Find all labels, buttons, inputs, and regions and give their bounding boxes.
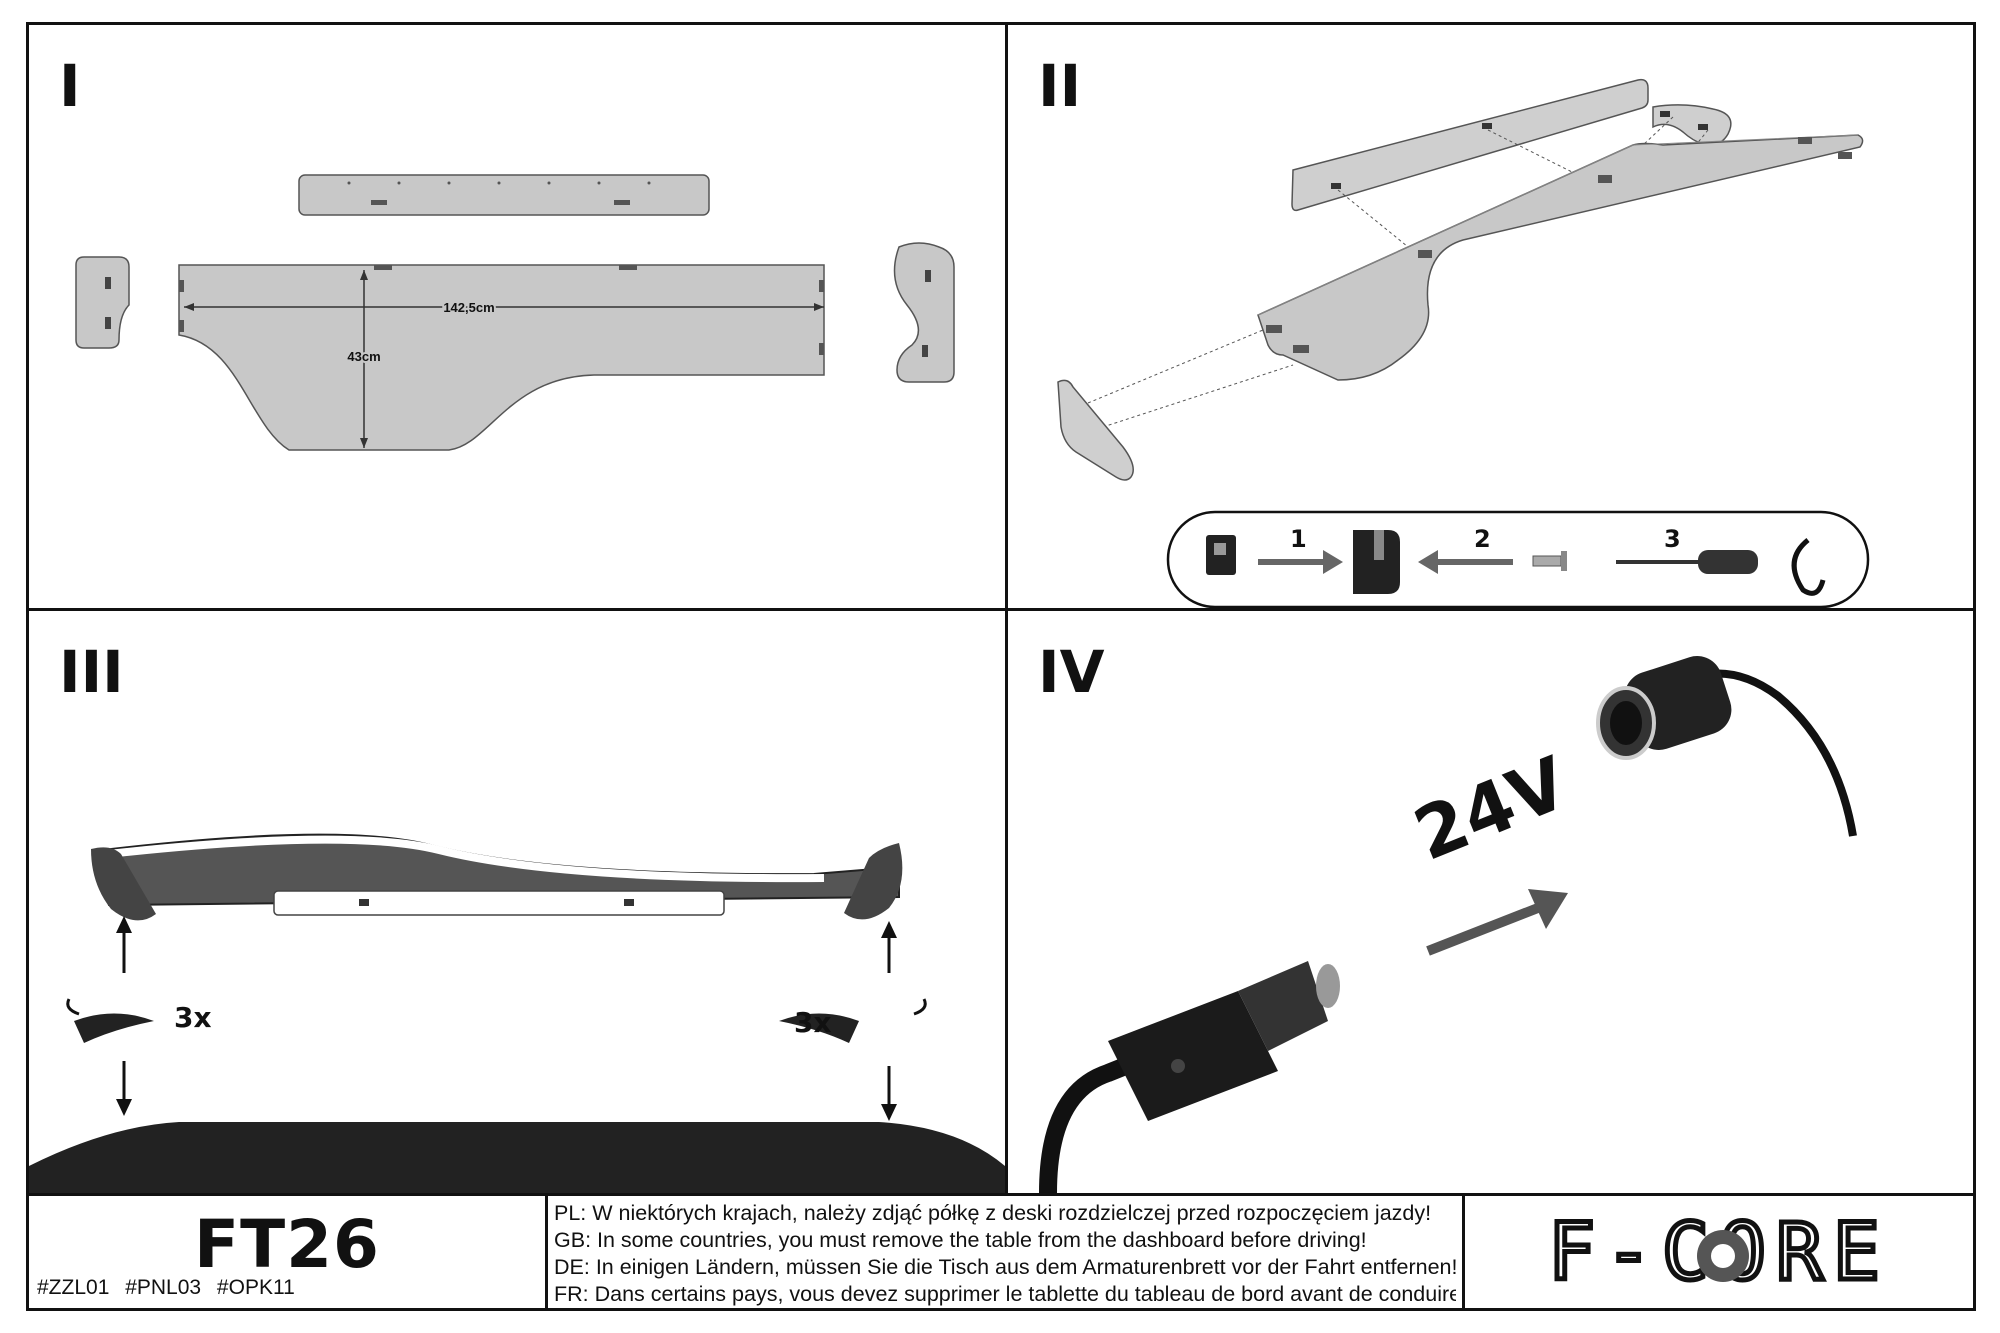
warning-pl: PL: W niektórych krajach, należy zdjąć p… [554,1201,1432,1225]
right-bracket [844,843,903,920]
step-arrow-1 [1258,550,1343,574]
arrow-down-right [881,1066,897,1121]
step-arrow-2 [1418,550,1513,574]
step-panel-4: IV 24V [1008,611,1973,1193]
panel-mounting-drawing: 3x 3x [29,833,1005,1193]
warning-de: DE: In einigen Ländern, müssen Sie die T… [554,1255,1456,1279]
step-number: III [59,638,124,706]
instruction-sheet: I 142,5cm 43cm [26,22,1976,1311]
footer-model-box: FT26 #ZZL01 #PNL03 #OPK11 [29,1196,545,1308]
product-codes: #ZZL01 #PNL03 #OPK11 [37,1276,295,1299]
screw-icon [1532,551,1567,571]
svg-text:1: 1 [1290,525,1307,553]
footer-divider-1 [545,1196,548,1308]
grid-divider-middle [29,608,1973,611]
footer-logo-box: F-CORE [1465,1196,1973,1308]
arrow-up-right [881,921,897,973]
grid-divider-footer [29,1193,1973,1196]
back-strip [298,174,710,216]
main-shelf [178,264,825,451]
warning-gb: GB: In some countries, you must remove t… [554,1228,1367,1252]
arrow-down-left [116,1061,132,1116]
arrow-to-socket [1426,889,1568,956]
left-end-piece [1057,379,1134,481]
cigarette-plug [1039,961,1340,1193]
step-panel-1: I 142,5cm 43cm [29,25,1005,608]
assembly-steps-capsule [1166,510,1870,608]
panel-assembly-drawing: 1 2 3 [1057,78,1870,608]
clip-icon [1206,535,1236,575]
width-dimension: 142,5cm [443,300,494,315]
model-number: FT26 [194,1206,380,1283]
right-end-piece [893,242,955,383]
step-number: IV [1038,638,1105,706]
step-panel-2: II 1 [1008,25,1973,608]
voltage-label: 24V [1403,740,1579,876]
gear-icon [1697,1230,1749,1282]
screwdriver-icon [1616,550,1758,574]
step-number: II [1038,52,1082,120]
footer-divider-2 [1462,1196,1465,1308]
back-strip [1291,78,1649,212]
dashboard-surface [29,1122,1005,1193]
svg-text:2: 2 [1474,525,1491,553]
strap-icon [1791,538,1826,596]
brand-logo: F-CORE [1546,1206,1883,1301]
main-shelf [1257,134,1864,381]
svg-text:3x: 3x [174,1001,212,1034]
step-panel-3: III 3x 3x [29,611,1005,1193]
svg-text:3: 3 [1664,525,1681,553]
bracket-icon [1353,530,1400,594]
left-end-piece [75,256,130,349]
svg-text:3x: 3x [794,1006,832,1039]
footer-warning-box: PL: W niektórych krajach, należy zdjąć p… [548,1196,1462,1308]
right-end-piece [1652,104,1732,146]
warning-fr: FR: Dans certains pays, vous devez suppr… [554,1282,1456,1306]
panel-layout-drawing: 142,5cm 43cm [75,174,955,451]
height-dimension: 43cm [347,349,380,364]
arrow-up-left [116,916,132,973]
step-number: I [59,52,81,120]
car-socket [1596,656,1857,837]
left-bracket [91,847,156,921]
panel-power-drawing: 24V [1039,656,1857,1193]
knob-icon-left [74,1013,154,1043]
knob-icon-right [779,1013,859,1043]
